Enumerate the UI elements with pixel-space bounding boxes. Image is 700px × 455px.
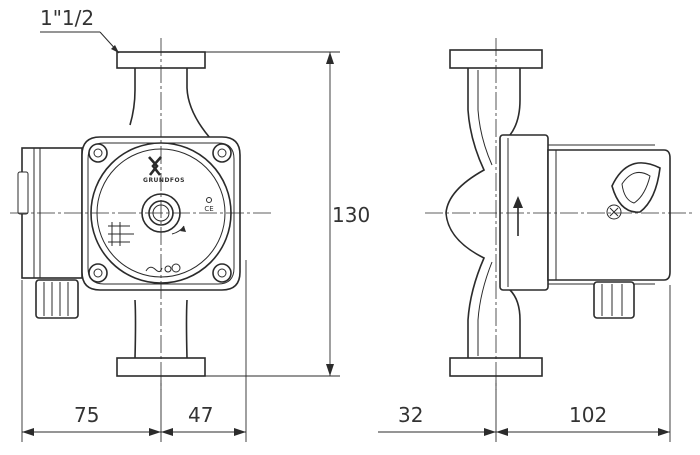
thread-label: 1"1/2 — [40, 6, 94, 30]
brand-label: GRUNDFOS — [143, 177, 185, 184]
thread-annotation: 1"1/2 — [40, 6, 120, 54]
control-knob-icon — [606, 162, 661, 220]
top-pipe-neck — [129, 68, 211, 139]
height-dimension: 130 — [205, 51, 370, 377]
housing-bolts — [88, 143, 232, 283]
side-cable-gland — [593, 281, 635, 319]
speed-markings — [108, 222, 134, 246]
bolt-top-left — [88, 143, 108, 163]
side-width-dimensions: 32 102 — [378, 285, 671, 442]
bolt-bottom-left — [88, 263, 108, 283]
bolt-bottom-right — [212, 263, 232, 283]
side-view — [425, 38, 695, 390]
left-width-label: 75 — [74, 403, 99, 427]
height-dimension-label: 130 — [332, 203, 370, 227]
front-view: GRUNDFOS CE — [10, 38, 272, 390]
right-width-label: 47 — [188, 403, 213, 427]
bolt-top-right — [212, 143, 232, 163]
cable-gland — [35, 279, 79, 319]
side-width-label: 102 — [569, 403, 607, 427]
bottom-pipe-neck — [134, 299, 188, 359]
ce-mark: CE — [204, 205, 213, 213]
terminal-box-clip — [17, 171, 29, 215]
side-offset-label: 32 — [398, 403, 423, 427]
brand-logo-icon — [148, 156, 162, 176]
front-width-dimensions: 75 47 — [21, 260, 247, 442]
side-flange-plate — [499, 134, 549, 291]
